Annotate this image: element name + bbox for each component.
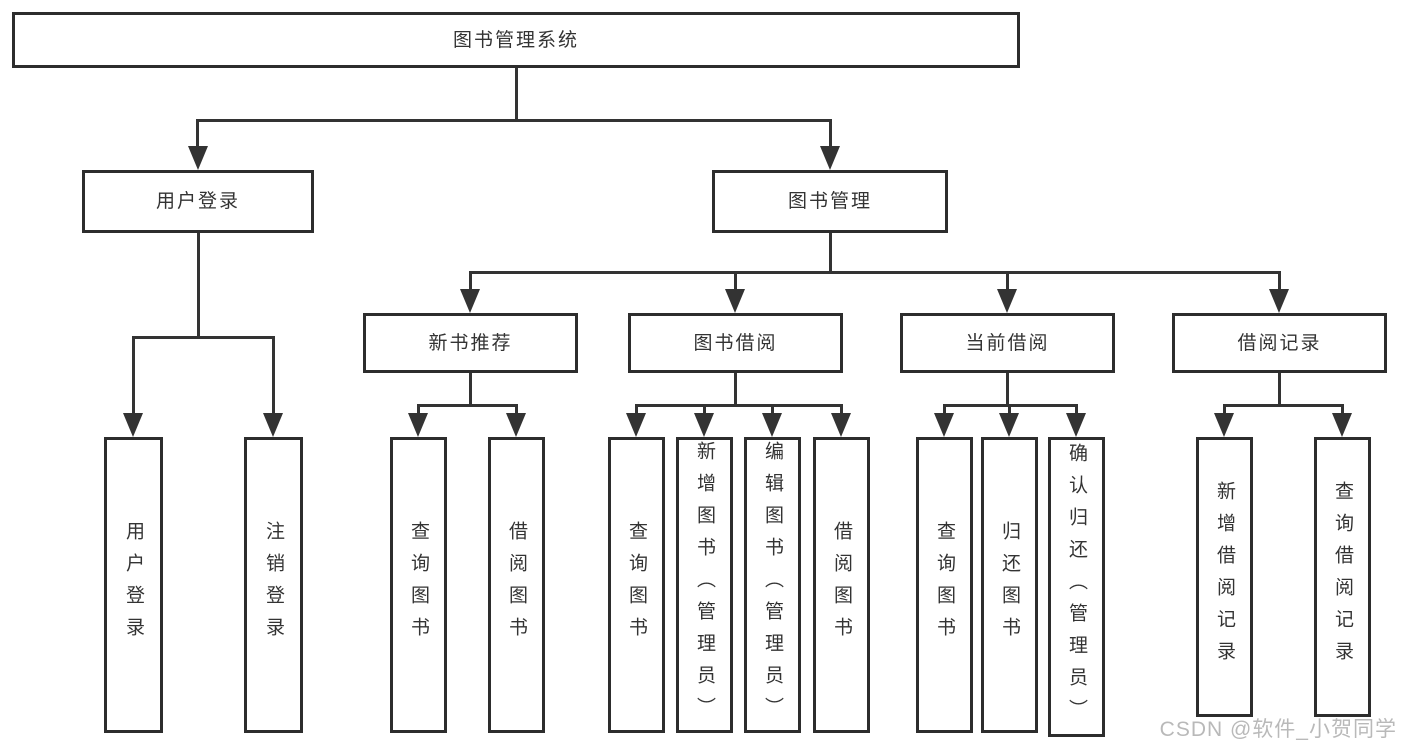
leaf-user-login: 用户登录: [104, 437, 163, 733]
leaf-query-books-recommend: 查询图书: [390, 437, 447, 733]
connector-line: [1006, 271, 1009, 295]
leaf-logout: 注销登录: [244, 437, 303, 733]
connector-line: [1278, 271, 1281, 295]
arrowhead-down-icon: [1332, 413, 1352, 437]
arrowhead-down-icon: [408, 413, 428, 437]
leaf-add-borrow-record: 新增借阅记录: [1196, 437, 1253, 717]
arrowhead-down-icon: [997, 289, 1017, 313]
connector-line: [272, 336, 275, 418]
arrowhead-down-icon: [694, 413, 714, 437]
connector-line: [417, 404, 420, 420]
node-user-login: 用户登录: [82, 170, 314, 233]
leaf-borrow-books: 借阅图书: [813, 437, 870, 733]
node-new-book-recommend: 新书推荐: [363, 313, 578, 373]
connector-line: [469, 271, 472, 295]
node-library-system: 图书管理系统: [12, 12, 1020, 68]
arrowhead-down-icon: [188, 146, 208, 170]
leaf-query-books-borrow: 查询图书: [608, 437, 665, 733]
leaf-query-books-current: 查询图书: [916, 437, 973, 733]
connector-line: [771, 404, 774, 420]
leaf-confirm-return-admin: 确认归还（管理员）: [1048, 437, 1105, 737]
connector-line: [132, 336, 135, 418]
arrowhead-down-icon: [1066, 413, 1086, 437]
arrowhead-down-icon: [1269, 289, 1289, 313]
connector-line: [734, 373, 737, 407]
connector-line: [1223, 404, 1226, 420]
leaf-return-book: 归还图书: [981, 437, 1038, 733]
connector-line: [469, 373, 472, 407]
node-book-management: 图书管理: [712, 170, 948, 233]
connector-line: [1341, 404, 1344, 420]
connector-line: [1075, 404, 1078, 420]
connector-line: [196, 119, 199, 151]
arrowhead-down-icon: [1214, 413, 1234, 437]
connector-line: [1223, 404, 1344, 407]
connector-line: [469, 271, 1280, 274]
connector-line: [515, 404, 518, 420]
arrowhead-down-icon: [626, 413, 646, 437]
leaf-query-borrow-record: 查询借阅记录: [1314, 437, 1371, 717]
connector-line: [635, 404, 843, 407]
connector-line: [635, 404, 638, 420]
node-current-borrow: 当前借阅: [900, 313, 1115, 373]
connector-line: [734, 271, 737, 295]
connector-line: [515, 68, 518, 121]
leaf-add-book-admin: 新增图书（管理员）: [676, 437, 733, 733]
node-book-borrow: 图书借阅: [628, 313, 843, 373]
connector-line: [197, 233, 200, 339]
connector-line: [417, 404, 518, 407]
connector-line: [943, 404, 946, 420]
arrowhead-down-icon: [934, 413, 954, 437]
connector-line: [829, 233, 832, 274]
connector-line: [703, 404, 706, 420]
arrowhead-down-icon: [506, 413, 526, 437]
arrowhead-down-icon: [263, 413, 283, 437]
watermark: CSDN @软件_小贺同学: [1159, 718, 1397, 741]
connector-line: [1006, 373, 1009, 407]
arrowhead-down-icon: [725, 289, 745, 313]
arrowhead-down-icon: [460, 289, 480, 313]
arrowhead-down-icon: [999, 413, 1019, 437]
connector-line: [1278, 373, 1281, 407]
arrowhead-down-icon: [123, 413, 143, 437]
connector-line: [1008, 404, 1011, 420]
leaf-edit-book-admin: 编辑图书（管理员）: [744, 437, 801, 733]
connector-line: [840, 404, 843, 420]
arrowhead-down-icon: [831, 413, 851, 437]
connector-line: [132, 336, 275, 339]
connector-line: [196, 119, 832, 122]
node-borrow-records: 借阅记录: [1172, 313, 1387, 373]
connector-line: [829, 119, 832, 151]
leaf-borrow-books-recommend: 借阅图书: [488, 437, 545, 733]
arrowhead-down-icon: [762, 413, 782, 437]
arrowhead-down-icon: [820, 146, 840, 170]
